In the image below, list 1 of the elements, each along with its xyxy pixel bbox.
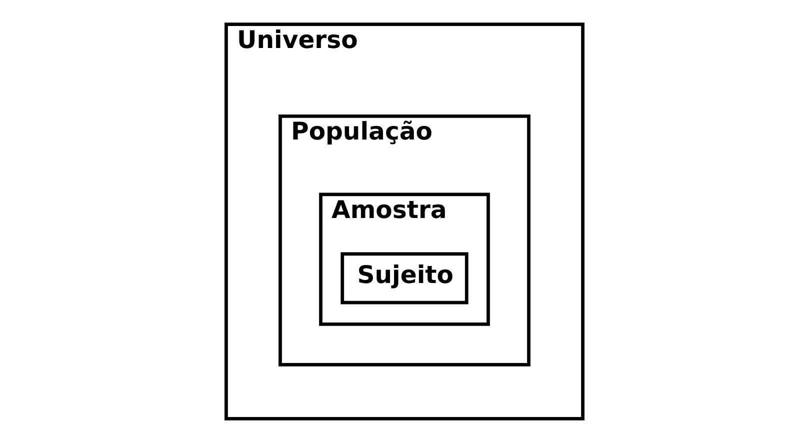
node-box: Sujeito [340,252,468,304]
